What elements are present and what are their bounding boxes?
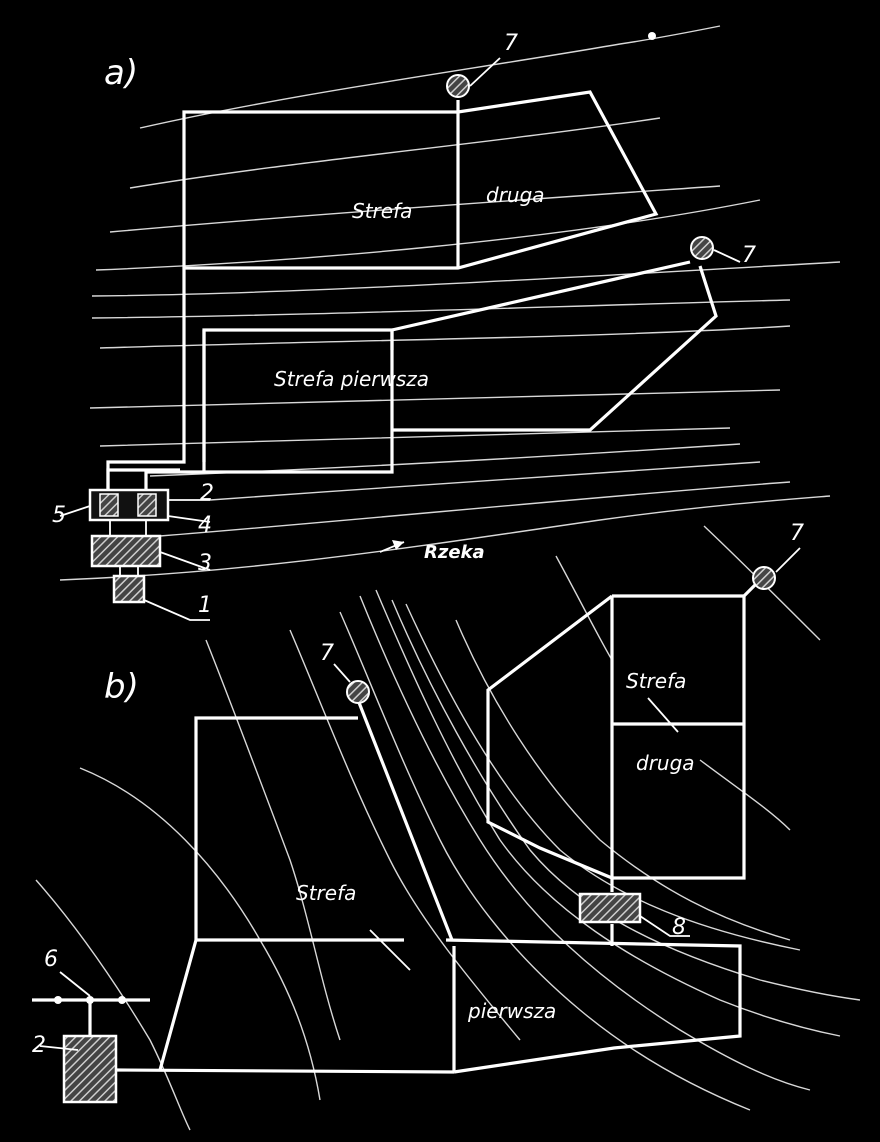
zone-first-b-label: Strefa (296, 881, 356, 905)
label-1-a: 1 (198, 593, 212, 618)
zone-second-a-label: Strefa (352, 199, 412, 223)
label-6-b: 6 (44, 947, 58, 972)
labels: a) 7 Strefa druga 7 Strefa pierwsza 2 4 … (32, 31, 804, 1058)
pump-station-part-a (59, 57, 741, 621)
equipment-part-b (32, 547, 801, 1104)
label-4-a: 4 (198, 513, 212, 538)
contours-part-b (35, 525, 861, 1131)
reservoir-7-right (690, 236, 714, 260)
reservoirs-part-b (346, 566, 776, 704)
zone-second-a-label-b: druga (486, 183, 545, 207)
part-a-label: a) (104, 53, 138, 93)
speck (648, 32, 656, 40)
zone-first-a-label: Strefa pierwsza (274, 367, 429, 391)
booster-station-8 (578, 892, 642, 924)
label-5-a: 5 (52, 503, 66, 528)
reservoir-7-far-right (752, 566, 776, 590)
pipes-part-b (88, 578, 762, 1074)
pipes-part-a (106, 90, 718, 490)
river-label: Rzeka (424, 542, 485, 563)
label-7-right: 7 (742, 243, 756, 268)
label-7-top: 7 (504, 31, 518, 56)
zone-first-b-label-b: pierwsza (467, 999, 556, 1023)
zone-second-b-label-b: druga (636, 751, 695, 775)
contours-part-a (59, 25, 841, 581)
label-7-right-b: 7 (790, 521, 804, 546)
label-2-a: 2 (200, 481, 214, 506)
pump-station-2 (62, 1034, 118, 1104)
part-b-label: b) (104, 667, 139, 707)
reservoir-7-top (446, 74, 470, 98)
reservoirs-part-a (446, 74, 714, 260)
label-7-left-b: 7 (320, 641, 334, 666)
label-3-a: 3 (198, 551, 212, 576)
label-8-b: 8 (672, 915, 686, 940)
zone-second-b-label: Strefa (626, 669, 686, 693)
reservoir-7-left (346, 680, 370, 704)
river-arrow (379, 540, 405, 553)
label-2-b: 2 (32, 1033, 46, 1058)
